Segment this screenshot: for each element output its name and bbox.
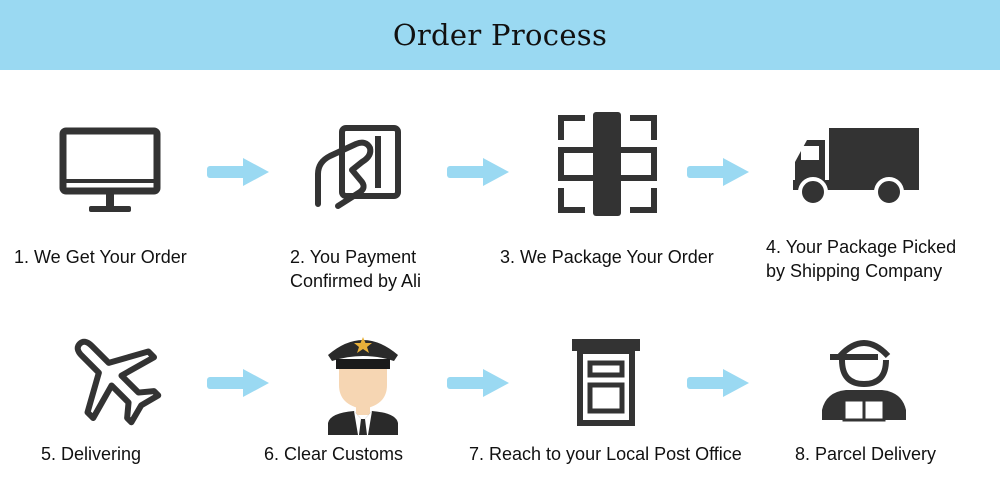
step-label-line2: Confirmed by Ali bbox=[290, 271, 422, 291]
arrow-icon bbox=[687, 158, 749, 186]
card-payment-icon bbox=[315, 125, 401, 209]
step-label: 7. Reach to your Local Post Office bbox=[469, 442, 742, 466]
step-label: 3. We Package Your Order bbox=[500, 245, 714, 269]
step-label: 4. Your Package Picked by Shipping Compa… bbox=[766, 235, 956, 283]
post-office-icon bbox=[572, 339, 640, 426]
step-label-line1: 1. We Get Your Order bbox=[14, 247, 187, 267]
monitor-icon bbox=[59, 127, 161, 212]
arrow-icon bbox=[447, 158, 509, 186]
step-label: 5. Delivering bbox=[41, 442, 141, 466]
package-icon bbox=[558, 112, 657, 216]
step-label-line1: 8. Parcel Delivery bbox=[795, 444, 937, 464]
step-label-line1: 2. You Payment bbox=[290, 247, 417, 267]
arrow-icon bbox=[447, 369, 509, 397]
step-label-line1: 6. Clear Customs bbox=[264, 444, 404, 464]
step-label: 6. Clear Customs bbox=[264, 442, 403, 466]
page-title: Order Process bbox=[392, 18, 608, 52]
header-banner: Order Process bbox=[0, 0, 1000, 70]
step-label: 1. We Get Your Order bbox=[14, 245, 187, 269]
step-label-line1: 4. Your Package Picked bbox=[766, 237, 957, 257]
step-label: 8. Parcel Delivery bbox=[795, 442, 936, 466]
airplane-icon bbox=[74, 338, 162, 426]
courier-icon bbox=[822, 340, 906, 422]
step-label-line1: 7. Reach to your Local Post Office bbox=[469, 444, 742, 464]
arrow-icon bbox=[687, 369, 749, 397]
truck-icon bbox=[793, 128, 919, 207]
step-label-line1: 3. We Package Your Order bbox=[500, 247, 714, 267]
step-label-line1: 5. Delivering bbox=[41, 444, 142, 464]
arrow-icon bbox=[207, 369, 269, 397]
step-label: 2. You Payment Confirmed by Ali bbox=[290, 245, 421, 293]
arrow-icon bbox=[207, 158, 269, 186]
step-label-line2: by Shipping Company bbox=[766, 261, 943, 281]
customs-officer-icon bbox=[328, 337, 398, 435]
